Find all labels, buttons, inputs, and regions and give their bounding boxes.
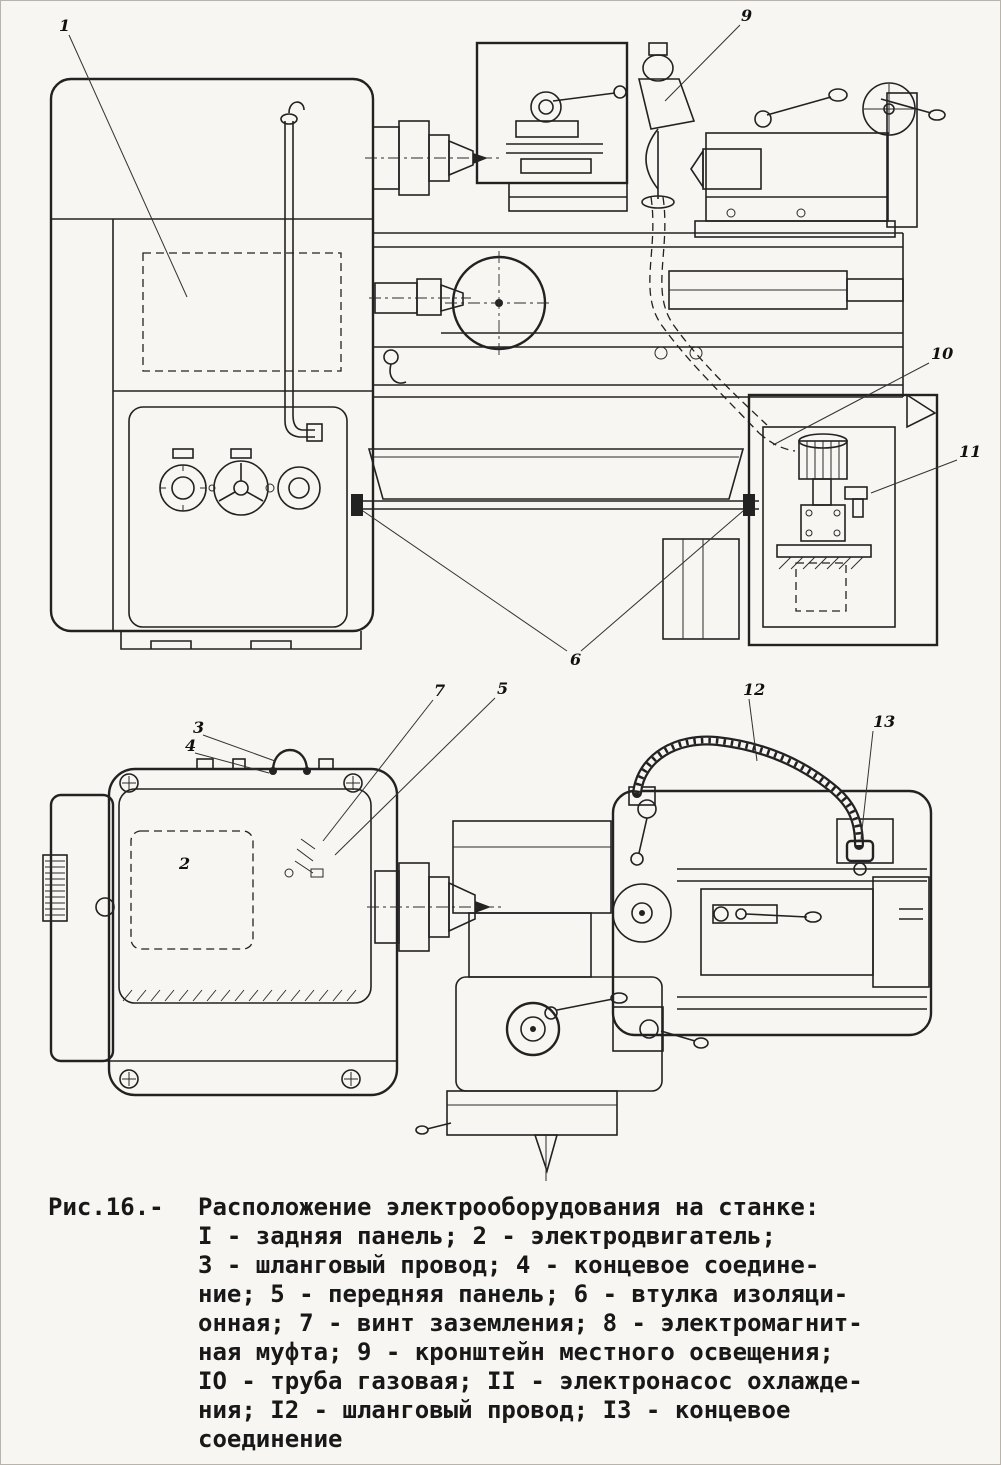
callout-label: 10: [931, 344, 953, 363]
cabinet-conduit: [280, 101, 323, 442]
headstock-cover: [61, 748, 399, 1097]
caption-line: онная; 7 - винт заземления; 8 - электром…: [198, 1309, 863, 1337]
knob-center: [213, 460, 269, 516]
caption-line: IO - труба газовая; II - электронасос ох…: [198, 1367, 863, 1395]
callout-label: 2: [178, 854, 190, 873]
caption-line: ния; I2 - шланговый провод; I3 - концево…: [198, 1396, 791, 1424]
callout-label: 7: [434, 681, 445, 700]
apron-handwheel: [505, 1001, 561, 1057]
left-cabinet: [49, 77, 375, 650]
caption-line: I - задняя панель; 2 - электродвигатель;: [198, 1222, 776, 1250]
caption-text: Расположение электрооборудования на стан…: [198, 1193, 863, 1454]
gas-pipe: [649, 196, 796, 452]
front-control-panel: [128, 406, 348, 628]
right-bed-plan: [611, 786, 933, 1037]
callout-label: 6: [570, 650, 581, 669]
caption-line: Расположение электрооборудования на стан…: [198, 1193, 820, 1221]
carriage-handwheel: [369, 251, 553, 384]
tailstock-plan: [700, 888, 874, 976]
knob-right: [277, 466, 321, 510]
lathe-electrical-diagram: 1 9 10 11 6: [42, 6, 981, 1181]
tailstock-handwheel: [862, 82, 916, 136]
motor-window: [130, 830, 254, 950]
terminal-box: [836, 818, 894, 864]
lead-screw: [351, 494, 759, 516]
callout-label: 9: [741, 6, 752, 25]
cover-screws: [119, 773, 363, 1089]
hose-conduit: [632, 735, 875, 876]
callout-label: 1: [59, 16, 70, 35]
chuck-plan: [367, 862, 501, 952]
knob-left: [159, 464, 207, 512]
callout-label: 4: [185, 736, 196, 755]
plan-view-callouts: 3 4 2 7 5 12 13: [178, 679, 895, 873]
front-view-drawing: 1 9 10 11 6: [49, 6, 981, 669]
callout-label: 5: [497, 679, 508, 698]
cable-end-shackle: [271, 748, 309, 772]
caption-line: ная муфта; 9 - кронштейн местного освеще…: [198, 1338, 834, 1366]
carriage-plan: [415, 820, 709, 1181]
back-panel-window: [142, 252, 342, 372]
lamp-bracket: [637, 42, 696, 209]
figure-caption: Рис.16.- Расположение электрооборудовани…: [48, 1193, 986, 1454]
end-motor-block: [42, 793, 115, 1063]
bed-rails: [373, 232, 904, 398]
front-view-callouts: 1 9 10 11 6: [59, 6, 981, 669]
coolant-pump-cabinet: [747, 393, 939, 647]
figure-number: Рис.16.-: [48, 1193, 164, 1221]
callout-label: 13: [873, 712, 895, 731]
chip-tray: [367, 448, 745, 500]
callout-label: 12: [743, 680, 765, 699]
caption-line: соединение: [198, 1425, 343, 1453]
hose-end-fitting: [845, 839, 875, 863]
center-pedestal: [662, 538, 740, 640]
splash-screen: [475, 41, 629, 212]
callout-label: 3: [193, 718, 204, 737]
caption-line: ние; 5 - передняя панель; 6 - втулка изо…: [198, 1280, 849, 1308]
insulating-bushing-left: [351, 494, 363, 516]
caption-line: 3 - шланговый провод; 4 - концевое соеди…: [198, 1251, 820, 1279]
grounding-screw-marks: [284, 838, 324, 878]
tailstock: [690, 82, 946, 238]
callout-label: 11: [959, 442, 981, 461]
plan-view-drawing: 3 4 2 7 5 12 13: [42, 679, 933, 1181]
